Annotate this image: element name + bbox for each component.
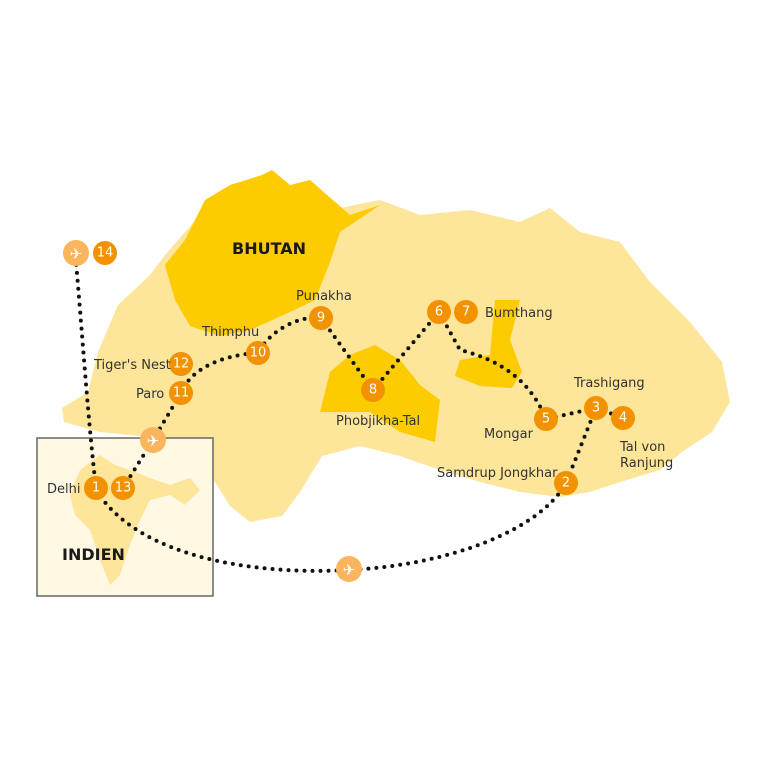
svg-text:11: 11: [173, 386, 190, 401]
svg-text:8: 8: [369, 383, 377, 398]
svg-text:✈: ✈: [343, 561, 356, 579]
stop-13: 13: [111, 476, 135, 500]
route-return: [74, 260, 98, 490]
stop-6: 6: [427, 300, 451, 324]
label-mongar: Mongar: [484, 427, 534, 442]
svg-text:14: 14: [97, 246, 114, 261]
airplane-icon: ✈: [140, 427, 166, 453]
svg-text:7: 7: [462, 305, 470, 320]
svg-text:✈: ✈: [70, 245, 83, 263]
stop-markers: 1 2 3 4 5 6 7 8 9 10 11 12 13 14: [84, 241, 635, 500]
stop-1: 1: [84, 476, 108, 500]
country-label-india: INDIEN: [62, 545, 125, 564]
svg-text:10: 10: [250, 346, 267, 361]
stop-5: 5: [534, 407, 558, 431]
label-samdrup: Samdrup Jongkhar: [437, 466, 558, 481]
place-labels: Delhi Tiger's Nest Paro Thimphu Punakha …: [47, 289, 673, 497]
svg-text:12: 12: [173, 357, 190, 372]
svg-text:4: 4: [619, 411, 627, 426]
stop-10: 10: [246, 341, 270, 365]
label-tigers-nest: Tiger's Nest: [93, 358, 171, 373]
svg-text:6: 6: [435, 305, 443, 320]
label-ranjung-2: Ranjung: [620, 456, 673, 471]
label-trashigang: Trashigang: [573, 376, 645, 391]
label-ranjung-1: Tal von: [619, 440, 665, 455]
stop-12: 12: [169, 352, 193, 376]
svg-text:3: 3: [592, 401, 600, 416]
label-bumthang: Bumthang: [485, 306, 553, 321]
label-paro: Paro: [136, 387, 164, 402]
thimphu-region: [165, 170, 380, 336]
stop-4: 4: [611, 406, 635, 430]
stop-14: 14: [93, 241, 117, 265]
svg-text:9: 9: [317, 311, 325, 326]
country-label-bhutan: BHUTAN: [232, 239, 306, 258]
label-thimphu: Thimphu: [201, 325, 259, 340]
label-phobjikha: Phobjikha-Tal: [336, 414, 420, 429]
svg-text:1: 1: [92, 481, 100, 496]
stop-2: 2: [554, 471, 578, 495]
svg-text:2: 2: [562, 476, 570, 491]
label-punakha: Punakha: [296, 289, 352, 304]
stop-7: 7: [454, 300, 478, 324]
svg-text:✈: ✈: [147, 432, 160, 450]
airplane-icon: ✈: [63, 240, 89, 266]
plane-markers: ✈ ✈ ✈: [63, 240, 362, 582]
airplane-icon: ✈: [336, 556, 362, 582]
bumthang-region: [455, 300, 522, 388]
stop-11: 11: [169, 381, 193, 405]
stop-8: 8: [361, 378, 385, 402]
stop-9: 9: [309, 306, 333, 330]
india-inset: INDIEN: [36, 437, 214, 597]
label-delhi: Delhi: [47, 482, 80, 497]
svg-text:13: 13: [115, 481, 132, 496]
stop-3: 3: [584, 396, 608, 420]
svg-text:5: 5: [542, 412, 550, 427]
